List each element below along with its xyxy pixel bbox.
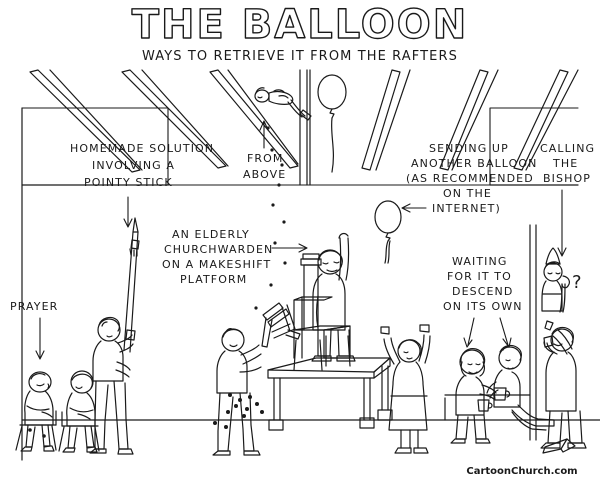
- label-pointy-stick-line-1: HOMEMADE SOLUTION: [70, 142, 214, 155]
- ceiling-rafters: [21, 69, 579, 186]
- page-subtitle: WAYS TO RETRIEVE IT FROM THE RAFTERS: [142, 49, 458, 64]
- label-another-balloon-line-3: (AS RECOMMENDED: [406, 172, 534, 185]
- label-bishop: CALLING THE BISHOP: [540, 142, 595, 257]
- label-from-above-line-2: ABOVE: [243, 168, 286, 181]
- label-waiting-line-4: ON ITS OWN: [443, 300, 523, 313]
- figure-churchwarden: [311, 232, 356, 362]
- label-bishop-line-2: THE: [552, 157, 578, 170]
- label-bishop-line-3: BISHOP: [543, 172, 591, 185]
- figure-praying-left: [15, 371, 57, 452]
- label-another-balloon-line-2: ANOTHER BALLOON: [411, 157, 537, 170]
- figure-praying-right: [58, 370, 100, 453]
- label-churchwarden-line-4: PLATFORM: [180, 273, 247, 286]
- page-title: THE BALLOON: [131, 1, 469, 48]
- figure-robed-arms-raised: [380, 324, 431, 454]
- figure-pointy-stick: [89, 217, 140, 455]
- label-pointy-stick-line-3: POINTY STICK: [84, 176, 173, 189]
- rafter-group-left: [29, 69, 299, 173]
- figure-waiting-left: [450, 348, 511, 444]
- page-title-text: THE BALLOON: [132, 2, 469, 48]
- figure-on-rafter: [254, 87, 312, 121]
- label-prayer-line-1: PRAYER: [10, 300, 58, 313]
- label-pointy-stick-line-2: INVOLVING A: [92, 159, 175, 172]
- paper-dart: [542, 438, 576, 454]
- label-pointy-stick: HOMEMADE SOLUTION INVOLVING A POINTY STI…: [70, 142, 214, 228]
- imagined-bishop-figure: ?: [541, 247, 582, 313]
- label-bishop-line-1: CALLING: [540, 142, 595, 155]
- label-churchwarden-line-3: ON A MAKESHIFT: [162, 258, 271, 271]
- figure-calling-bishop: [540, 320, 587, 449]
- credit-text: CartoonChurch.com: [466, 466, 577, 477]
- room-walls: [21, 107, 600, 461]
- label-churchwarden-line-2: CHURCHWARDEN: [164, 243, 273, 256]
- balloon-in-rafters: [317, 74, 347, 173]
- label-another-balloon-line-4: ON THE: [443, 187, 492, 200]
- balloon-sent-up: [374, 200, 402, 264]
- label-waiting-line-3: DESCEND: [452, 285, 513, 298]
- label-churchwarden: AN ELDERLY CHURCHWARDEN ON A MAKESHIFT P…: [162, 228, 308, 286]
- figure-waiting-right: [477, 344, 555, 431]
- label-prayer: PRAYER: [10, 300, 58, 360]
- label-waiting: WAITING FOR IT TO DESCEND ON ITS OWN: [443, 255, 523, 348]
- label-churchwarden-line-1: AN ELDERLY: [172, 228, 250, 241]
- figure-chair-thrower: [212, 302, 301, 456]
- label-waiting-line-2: FOR IT TO: [447, 270, 512, 283]
- rafter-group-right: [361, 69, 579, 171]
- rafter-center-posts: [299, 69, 311, 186]
- label-another-balloon-line-5: INTERNET): [432, 202, 501, 215]
- floor-debris: [28, 126, 287, 438]
- label-waiting-line-1: WAITING: [452, 255, 507, 268]
- figure-praying-pair: [15, 370, 100, 453]
- label-another-balloon-line-1: SENDING UP: [429, 142, 509, 155]
- label-from-above-line-1: FROM: [247, 152, 284, 165]
- label-from-above: FROM ABOVE: [243, 120, 286, 181]
- question-mark: ?: [572, 272, 582, 293]
- label-another-balloon: SENDING UP ANOTHER BALLOON (AS RECOMMEND…: [401, 142, 537, 215]
